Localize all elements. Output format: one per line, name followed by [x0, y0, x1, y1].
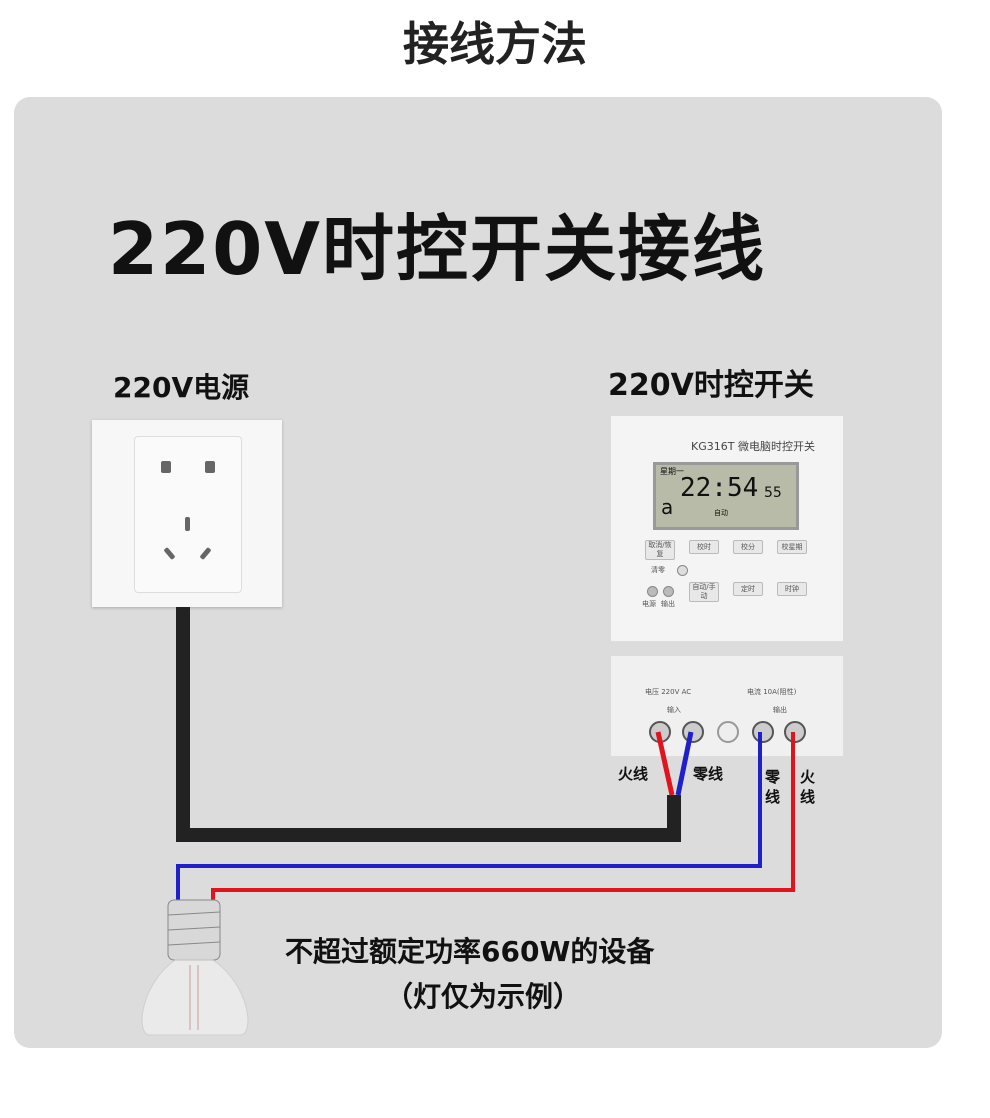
reset-label: 清零 [651, 566, 665, 574]
output-led [663, 586, 674, 597]
output-led-label: 输出 [661, 600, 675, 608]
power-led-label: 电源 [642, 600, 656, 608]
wall-socket [92, 420, 282, 607]
input-neutral-label: 零线 [693, 765, 724, 783]
lcd-time: 22:54 [680, 473, 759, 503]
power-source-label: 220V电源 [113, 371, 250, 404]
diagram-heading: 220V时控开关接线 [108, 207, 767, 291]
timer-switch-label: 220V时控开关 [608, 368, 814, 403]
output-live-label: 火线 [800, 768, 816, 806]
power-cable [176, 607, 681, 842]
terminal-block: 电压 220V AC 输入 电流 10A(阻性) 输出 [610, 655, 844, 757]
model-label: KG316T 微电脑时控开关 [691, 440, 815, 453]
reset-button[interactable] [677, 565, 688, 576]
light-bulb-icon [141, 899, 249, 1036]
lcd-seconds: 55 [764, 485, 782, 501]
auto-manual-button[interactable]: 自动/手动 [689, 582, 719, 602]
timer-button[interactable]: 定时 [733, 582, 763, 596]
lcd-mode: a [661, 495, 674, 519]
mount-screw [717, 721, 739, 743]
power-limit-note: 不超过额定功率660W的设备 [285, 935, 655, 968]
set-minute-button[interactable]: 校分 [733, 540, 763, 554]
cancel-restore-button[interactable]: 取消/恢复 [645, 540, 675, 560]
input-live-wire [655, 731, 675, 796]
output-neutral-wire [176, 732, 762, 905]
example-note: （灯仅为示例） [385, 980, 582, 1013]
output-label: 输出 [773, 706, 787, 714]
page-title: 接线方法 [403, 17, 587, 71]
input-spec: 电压 220V AC [645, 688, 692, 696]
input-live-label: 火线 [618, 765, 649, 783]
input-neutral-wire [675, 731, 694, 796]
input-label: 输入 [667, 706, 681, 714]
clock-button[interactable]: 时钟 [777, 582, 807, 596]
output-live-wire [211, 732, 795, 905]
timer-switch-face: KG316T 微电脑时控开关 星期一 a 22:54 55 自动 取消/恢复 校… [610, 415, 844, 642]
lcd-day: 星期一 [660, 467, 684, 476]
output-spec: 电流 10A(阻性) [747, 688, 797, 696]
set-hour-button[interactable]: 校时 [689, 540, 719, 554]
power-led [647, 586, 658, 597]
lcd-status: 自动 [714, 509, 728, 517]
set-week-button[interactable]: 校星期 [777, 540, 807, 554]
lcd-display: 星期一 a 22:54 55 自动 [653, 462, 799, 530]
output-neutral-terminal [752, 721, 774, 743]
output-neutral-label: 零线 [765, 768, 781, 806]
